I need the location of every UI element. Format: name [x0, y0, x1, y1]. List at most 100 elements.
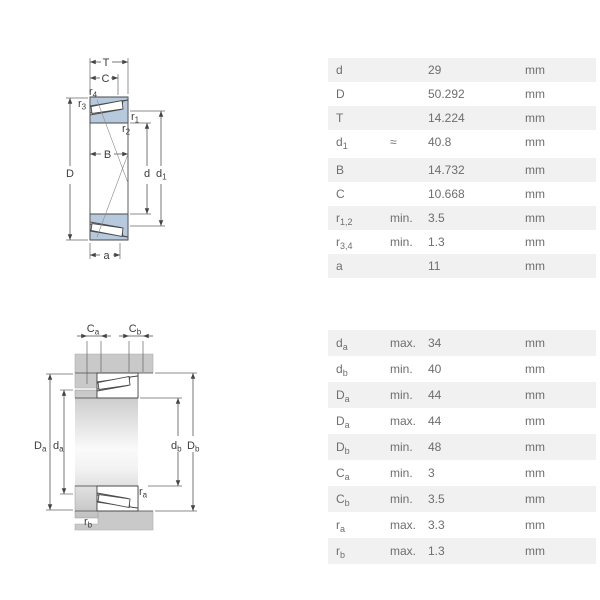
table-row: Db min. 48 mm	[328, 434, 596, 460]
bearing-drawings: T C B D d a d1 r4 r3 r1 r2	[34, 57, 200, 531]
dim-label-Cb: Cb	[129, 323, 142, 337]
dim-label-r3: r3	[78, 98, 87, 112]
dim-label-rb: rb	[84, 516, 93, 530]
value-cell: 10.668	[428, 187, 465, 201]
value-cell: 40	[428, 362, 442, 376]
dim-label-r1: r1	[131, 111, 140, 125]
table-row: Da min. 44 mm	[328, 382, 596, 408]
dim-label-Db: Db	[187, 440, 200, 454]
unit-cell: mm	[525, 518, 545, 532]
qualifier-cell: min.	[390, 388, 413, 402]
symbol-cell: Cb	[336, 492, 350, 508]
value-cell: 3	[428, 466, 435, 480]
dim-label-da: da	[53, 440, 64, 454]
roller-bottom	[90, 222, 124, 238]
unit-cell: mm	[525, 544, 545, 558]
unit-cell: mm	[525, 259, 545, 273]
qualifier-cell: min.	[390, 440, 413, 454]
mounting-diagram: Ca Cb Da da db Db ra rb	[34, 323, 200, 531]
value-cell: 48	[428, 440, 442, 454]
table-row: d1 ≈ 40.8 mm	[328, 130, 596, 154]
shaft-shoulder-bottom	[74, 485, 99, 519]
qualifier-cell: ≈	[390, 135, 397, 149]
table-row: Da max. 44 mm	[328, 408, 596, 434]
symbol-cell: da	[336, 336, 348, 352]
dim-label-B: B	[104, 149, 111, 161]
unit-cell: mm	[525, 87, 545, 101]
qualifier-cell: max.	[390, 414, 417, 428]
unit-cell: mm	[525, 414, 545, 428]
value-cell: 29	[428, 63, 442, 77]
dim-label-ra: ra	[139, 486, 148, 500]
qualifier-cell: min.	[390, 492, 413, 506]
symbol-cell: d1	[336, 135, 348, 151]
qualifier-cell: max.	[390, 518, 417, 532]
m-extension-lines	[46, 341, 197, 512]
table-row: T 14.224 mm	[328, 106, 596, 130]
qualifier-cell: min.	[390, 211, 413, 225]
symbol-cell: D	[336, 87, 345, 101]
symbol-cell: Ca	[336, 466, 350, 482]
unit-cell: mm	[525, 336, 545, 350]
symbol-cell: r3,4	[336, 235, 353, 251]
table-row: r3,4 min. 1.3 mm	[328, 230, 596, 254]
symbol-cell: r1,2	[336, 211, 353, 227]
m-roller-bottom	[97, 493, 131, 509]
value-cell: 14.732	[428, 163, 465, 177]
unit-cell: mm	[525, 111, 545, 125]
symbol-cell: Da	[336, 414, 350, 430]
table-row: r1,2 min. 3.5 mm	[328, 206, 596, 230]
boundary-dimensions-table: d 29 mm D 50.292 mm T 14.224 mm d1 ≈ 40.…	[328, 58, 596, 278]
unit-cell: mm	[525, 135, 545, 149]
symbol-cell: ra	[336, 518, 346, 534]
unit-cell: mm	[525, 63, 545, 77]
table-row: da max. 34 mm	[328, 330, 596, 356]
table-row: db min. 40 mm	[328, 356, 596, 382]
dim-label-d1: d1	[156, 168, 167, 182]
table-row: B 14.732 mm	[328, 158, 596, 182]
qualifier-cell: min.	[390, 235, 413, 249]
symbol-cell: Da	[336, 388, 350, 404]
value-cell: 50.292	[428, 87, 465, 101]
m-roller-top	[97, 375, 131, 391]
dim-label-D: D	[66, 168, 74, 180]
dim-label-r2: r2	[122, 123, 131, 137]
dim-label-a: a	[103, 250, 110, 262]
roller-top	[90, 99, 124, 115]
value-cell: 44	[428, 388, 442, 402]
dim-label-Ca: Ca	[87, 323, 100, 337]
dimension-lines	[67, 59, 164, 258]
symbol-cell: a	[336, 259, 343, 273]
table-row: Ca min. 3 mm	[328, 460, 596, 486]
shaft	[75, 398, 138, 486]
dim-label-Da: Da	[34, 440, 47, 454]
value-cell: 34	[428, 336, 442, 350]
symbol-cell: rb	[336, 544, 346, 560]
table-row: rb max. 1.3 mm	[328, 538, 596, 564]
shaft-shoulder-top	[74, 389, 98, 399]
unit-cell: mm	[525, 187, 545, 201]
value-cell: 44	[428, 414, 442, 428]
unit-cell: mm	[525, 362, 545, 376]
bearing-cross-section: T C B D d a d1 r4 r3 r1 r2	[66, 57, 167, 262]
abutment-dimensions-table: da max. 34 mm db min. 40 mm Da min. 44 m…	[328, 330, 596, 564]
dim-label-r4: r4	[89, 86, 98, 100]
dim-label-T: T	[103, 57, 110, 69]
qualifier-cell: max.	[390, 544, 417, 558]
unit-cell: mm	[525, 466, 545, 480]
table-row: Cb min. 3.5 mm	[328, 486, 596, 512]
symbol-cell: C	[336, 187, 345, 201]
unit-cell: mm	[525, 440, 545, 454]
value-cell: 14.224	[428, 111, 465, 125]
qualifier-cell: min.	[390, 362, 413, 376]
dim-label-db: db	[171, 440, 182, 454]
qualifier-cell: min.	[390, 466, 413, 480]
table-row: ra max. 3.3 mm	[328, 512, 596, 538]
value-cell: 3.5	[428, 211, 445, 225]
unit-cell: mm	[525, 492, 545, 506]
symbol-cell: d	[336, 63, 343, 77]
value-cell: 1.3	[428, 235, 445, 249]
table-row: a 11 mm	[328, 254, 596, 278]
value-cell: 3.5	[428, 492, 445, 506]
